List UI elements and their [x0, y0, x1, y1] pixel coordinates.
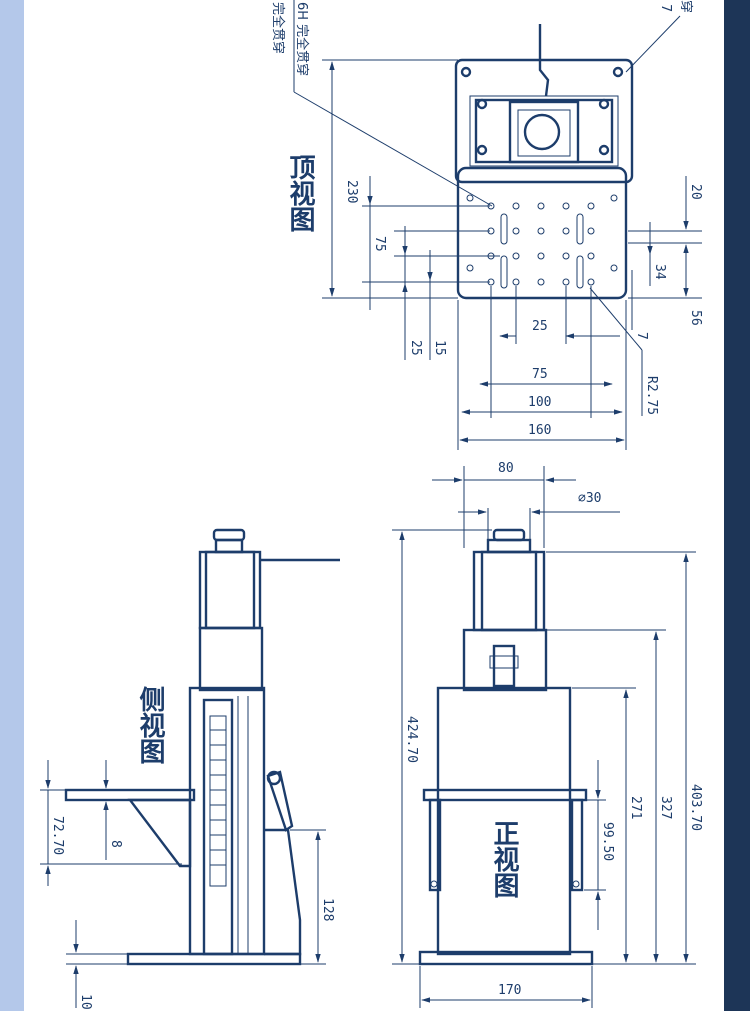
side-view: 72.70 8 128 10 侧视图 [40, 528, 340, 1010]
top-slot-right-upper [576, 213, 584, 245]
front-base [418, 950, 594, 966]
side-housing [198, 626, 264, 692]
front-view: 80 ∅30 424.70 403.70 327 271 99.50 170 正… [392, 461, 703, 1008]
dim-75-vertical: 75 [372, 236, 387, 252]
dim-25-horizontal: 25 [532, 319, 548, 334]
side-bracket [264, 828, 302, 956]
top-slot-left-upper [500, 213, 508, 245]
note-corner-fragment: 穿 [678, 0, 694, 13]
dim-128: 128 [320, 898, 335, 921]
front-body [436, 686, 572, 956]
note-corner-digit: 7 [658, 4, 673, 12]
dim-230: 230 [344, 180, 359, 203]
front-motor [472, 550, 546, 632]
side-arm [64, 788, 196, 802]
dim-56: 56 [688, 310, 703, 326]
dim-160: 160 [528, 423, 551, 438]
dim-403: 403.70 [688, 784, 703, 831]
dim-8: 8 [108, 840, 123, 848]
front-coupler-housing [462, 628, 548, 692]
top-motor-shaft [523, 113, 561, 151]
top-base-plate [456, 166, 628, 300]
top-view: 230 75 25 15 20 56 34 7 R2.75 [270, 0, 703, 450]
top-slot-right-lower [576, 255, 584, 289]
front-view-title: 正视图 [489, 820, 519, 898]
dim-75-horizontal: 75 [532, 367, 548, 382]
dim-34: 34 [652, 264, 667, 280]
dim-99: 99.50 [600, 822, 615, 861]
side-rack [210, 729, 226, 866]
dim-271: 271 [628, 796, 643, 819]
dim-7: 7 [634, 332, 649, 340]
dim-100: 100 [528, 395, 551, 410]
left-border [0, 0, 24, 1011]
front-table [422, 788, 588, 802]
top-cable [538, 24, 550, 97]
side-base [126, 952, 302, 966]
dim-327: 327 [658, 796, 673, 819]
top-hole-grid [466, 194, 618, 286]
side-view-title: 侧视图 [135, 686, 165, 764]
dim-r275: R2.75 [644, 376, 659, 415]
top-slot-left-lower [500, 255, 508, 289]
dim-10: 10 [78, 994, 93, 1010]
dim-424: 424.70 [404, 716, 419, 763]
dim-dia30: ∅30 [578, 491, 601, 506]
note-hole-b: 完全贯穿 [270, 2, 286, 54]
side-knob [212, 528, 246, 542]
dim-80: 80 [498, 461, 514, 476]
right-border [724, 0, 750, 1011]
side-column [188, 686, 266, 956]
dim-20: 20 [688, 184, 703, 200]
dim-170: 170 [498, 983, 521, 998]
dim-25-vertical: 25 [408, 340, 423, 356]
dim-72: 72.70 [50, 816, 65, 855]
side-motor [198, 550, 262, 630]
dim-15-vertical: 15 [432, 340, 447, 356]
note-hole-a: 6H 完全贯穿 [294, 2, 310, 76]
top-motor-plate [454, 58, 634, 184]
front-knob [492, 528, 526, 542]
top-view-title: 顶视图 [285, 154, 315, 232]
